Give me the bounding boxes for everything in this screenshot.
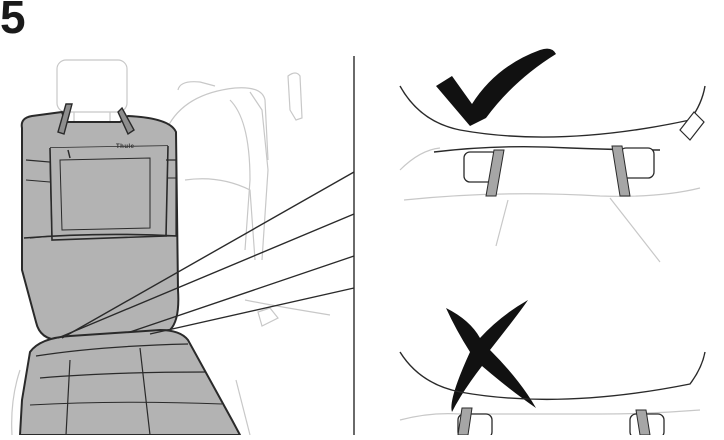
correct-fit-panel: [400, 49, 705, 262]
seat-buckle-outline: [258, 308, 278, 326]
brand-label: Thule: [116, 144, 135, 150]
incorrect-fit-panel: [400, 300, 705, 435]
seat-protector-back: [22, 104, 179, 340]
step-number: 5: [0, 0, 26, 40]
seat-protector-bottom: [20, 330, 240, 435]
cross-icon: [446, 300, 536, 412]
checkmark-icon: [436, 49, 556, 126]
